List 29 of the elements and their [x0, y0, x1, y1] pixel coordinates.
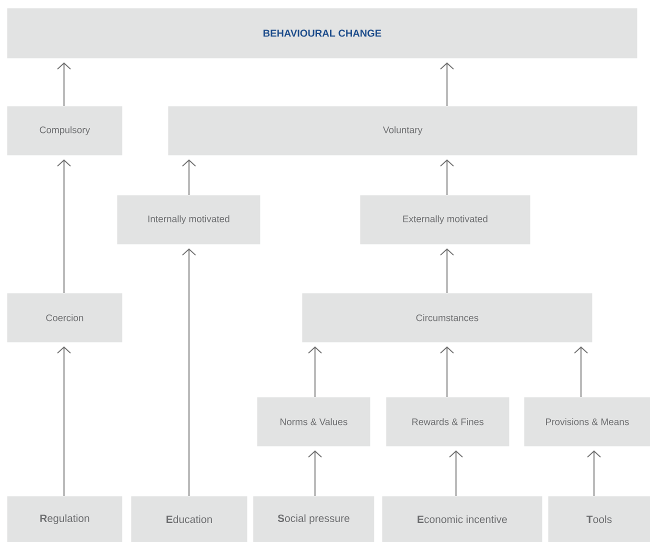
arrow: [182, 248, 196, 496]
instrument-box: Social pressure: [253, 496, 374, 542]
category-box: Internally motivated: [117, 195, 260, 244]
category-box: Compulsory: [7, 106, 122, 156]
arrow: [182, 159, 196, 196]
arrow: [57, 62, 71, 106]
arrow: [440, 159, 454, 196]
arrow: [440, 346, 454, 398]
arrow: [308, 450, 322, 496]
arrow: [574, 346, 588, 398]
instrument-box: Tools: [548, 496, 650, 542]
arrow: [587, 450, 601, 496]
category-box: Voluntary: [168, 106, 638, 156]
category-box: Circumstances: [302, 293, 592, 342]
title-box: BEHAVIOURAL CHANGE: [7, 8, 638, 58]
arrow: [440, 248, 454, 294]
category-box: Rewards & Fines: [386, 397, 510, 446]
category-box: Norms & Values: [257, 397, 370, 446]
arrow: [449, 450, 463, 496]
instrument-box: Regulation: [7, 496, 122, 542]
arrow: [57, 159, 71, 294]
arrow: [440, 62, 454, 106]
instrument-box: Economic incentive: [382, 496, 542, 542]
category-box: Coercion: [7, 293, 122, 342]
instrument-box: Education: [131, 496, 248, 542]
category-box: Externally motivated: [360, 195, 530, 244]
arrow: [308, 346, 322, 398]
arrow: [57, 346, 71, 496]
category-box: Provisions & Means: [524, 397, 650, 446]
